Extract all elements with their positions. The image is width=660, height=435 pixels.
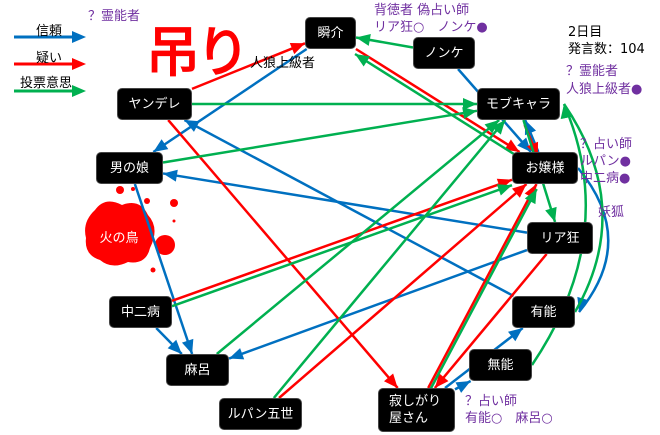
edge-trust (577, 167, 610, 313)
edge-vote (162, 109, 478, 164)
edge-arrowhead-icon (153, 139, 169, 152)
edge-arrowhead-icon (289, 42, 305, 55)
legend-arrowhead-icon (72, 58, 86, 70)
edge-doubt (427, 183, 538, 389)
node-nonke: ノンケ (413, 37, 475, 69)
edge-arrowhead-icon (356, 34, 371, 46)
edge-arrowhead-icon (163, 169, 178, 182)
edge-doubt (171, 178, 513, 302)
node-hinotori: 火の鳥 (99, 230, 139, 246)
hanged-label: 吊り (146, 21, 250, 84)
edge-trust (183, 118, 515, 298)
yandere-role-annotation: ？霊能者 (88, 9, 141, 24)
edge-arrowhead-icon (184, 120, 200, 132)
legend-arrowhead-icon (72, 85, 86, 97)
edge-arrowhead-icon (504, 139, 520, 152)
edge-vote (427, 188, 538, 394)
node-shunsuke: 瞬介 (305, 17, 356, 49)
edge-trust (162, 172, 528, 234)
edge-vote (354, 52, 520, 159)
legend-vote-label: 投票意思 (20, 76, 73, 91)
ojou-role-annotation-2: ルパン● (580, 154, 631, 169)
edge-arrowhead-icon (455, 381, 471, 393)
node-sabishigari: 寂しがり 屋さん (378, 388, 455, 432)
node-lupin: ルパン五世 (219, 398, 302, 430)
ojou-role-annotation-1: ？占い師 (580, 137, 633, 152)
edge-vote (272, 119, 507, 399)
node-mobchara: モブキャラ (477, 88, 560, 120)
edge-arrowhead-icon (517, 137, 531, 152)
edge-arrowhead-icon (511, 184, 527, 198)
node-munou: 無能 (469, 349, 532, 381)
legend-trust-label: 信頼 (36, 24, 63, 39)
edge-arrowhead-icon (491, 120, 506, 135)
edge-vote (216, 119, 500, 355)
sabi-role-annotation-2: 有能○ 麻呂○ (465, 411, 553, 426)
sabi-role-annotation-1: ？占い師 (465, 394, 518, 409)
edge-trust (152, 47, 308, 154)
node-ojousama: お嬢様 (512, 152, 578, 184)
node-yuunou: 有能 (512, 296, 575, 328)
mob-role-annotation-2: 人狼上級者● (566, 82, 643, 97)
blood-splat-icon (85, 186, 178, 273)
edge-arrowhead-icon (524, 189, 537, 205)
legend-doubt-label: 疑い (36, 51, 63, 66)
edge-doubt (191, 42, 306, 91)
edge-doubt (278, 183, 528, 399)
edge-arrowhead-icon (229, 348, 245, 360)
node-otokonoko: 男の娘 (96, 152, 163, 184)
day-label: 2日目 (568, 25, 603, 40)
edge-trust (228, 248, 528, 360)
shunsuke-role-annotation-2: リア狂○ ノンケ● (374, 20, 488, 35)
edge-arrowhead-icon (167, 339, 182, 354)
ria-role-annotation: 妖狐 (598, 205, 625, 220)
edge-arrowhead-icon (181, 338, 194, 354)
edge-doubt (167, 119, 399, 389)
yandere-claim-annotation: 人狼上級者 (250, 56, 316, 71)
edge-arrowhead-icon (545, 206, 557, 222)
remark-count: 発言数：104 (568, 42, 645, 57)
node-maro: 麻呂 (166, 354, 229, 386)
edge-vote (171, 183, 513, 308)
edge-doubt (433, 253, 548, 389)
shunsuke-role-annotation-1: 背徳者 偽占い師 (374, 3, 470, 18)
edge-arrowhead-icon (484, 120, 500, 134)
ojou-role-annotation-3: 中二病● (580, 171, 631, 186)
edge-arrowhead-icon (384, 373, 398, 388)
edge-trust (133, 183, 194, 355)
edge-arrowhead-icon (462, 107, 477, 120)
edge-arrowhead-icon (463, 98, 477, 110)
edge-arrowhead-icon (496, 184, 512, 196)
node-yandere: ヤンデレ (117, 88, 192, 120)
edge-vote (562, 103, 604, 313)
edge-arrowhead-icon (355, 54, 371, 67)
legend-arrowhead-icon (72, 31, 86, 43)
edge-arrowhead-icon (561, 104, 573, 119)
mob-role-annotation-1: ？霊能者 (566, 64, 619, 79)
edge-arrowhead-icon (508, 328, 523, 342)
node-chuunibyou: 中二病 (109, 296, 172, 328)
node-riakyou: リア狂 (527, 222, 593, 254)
